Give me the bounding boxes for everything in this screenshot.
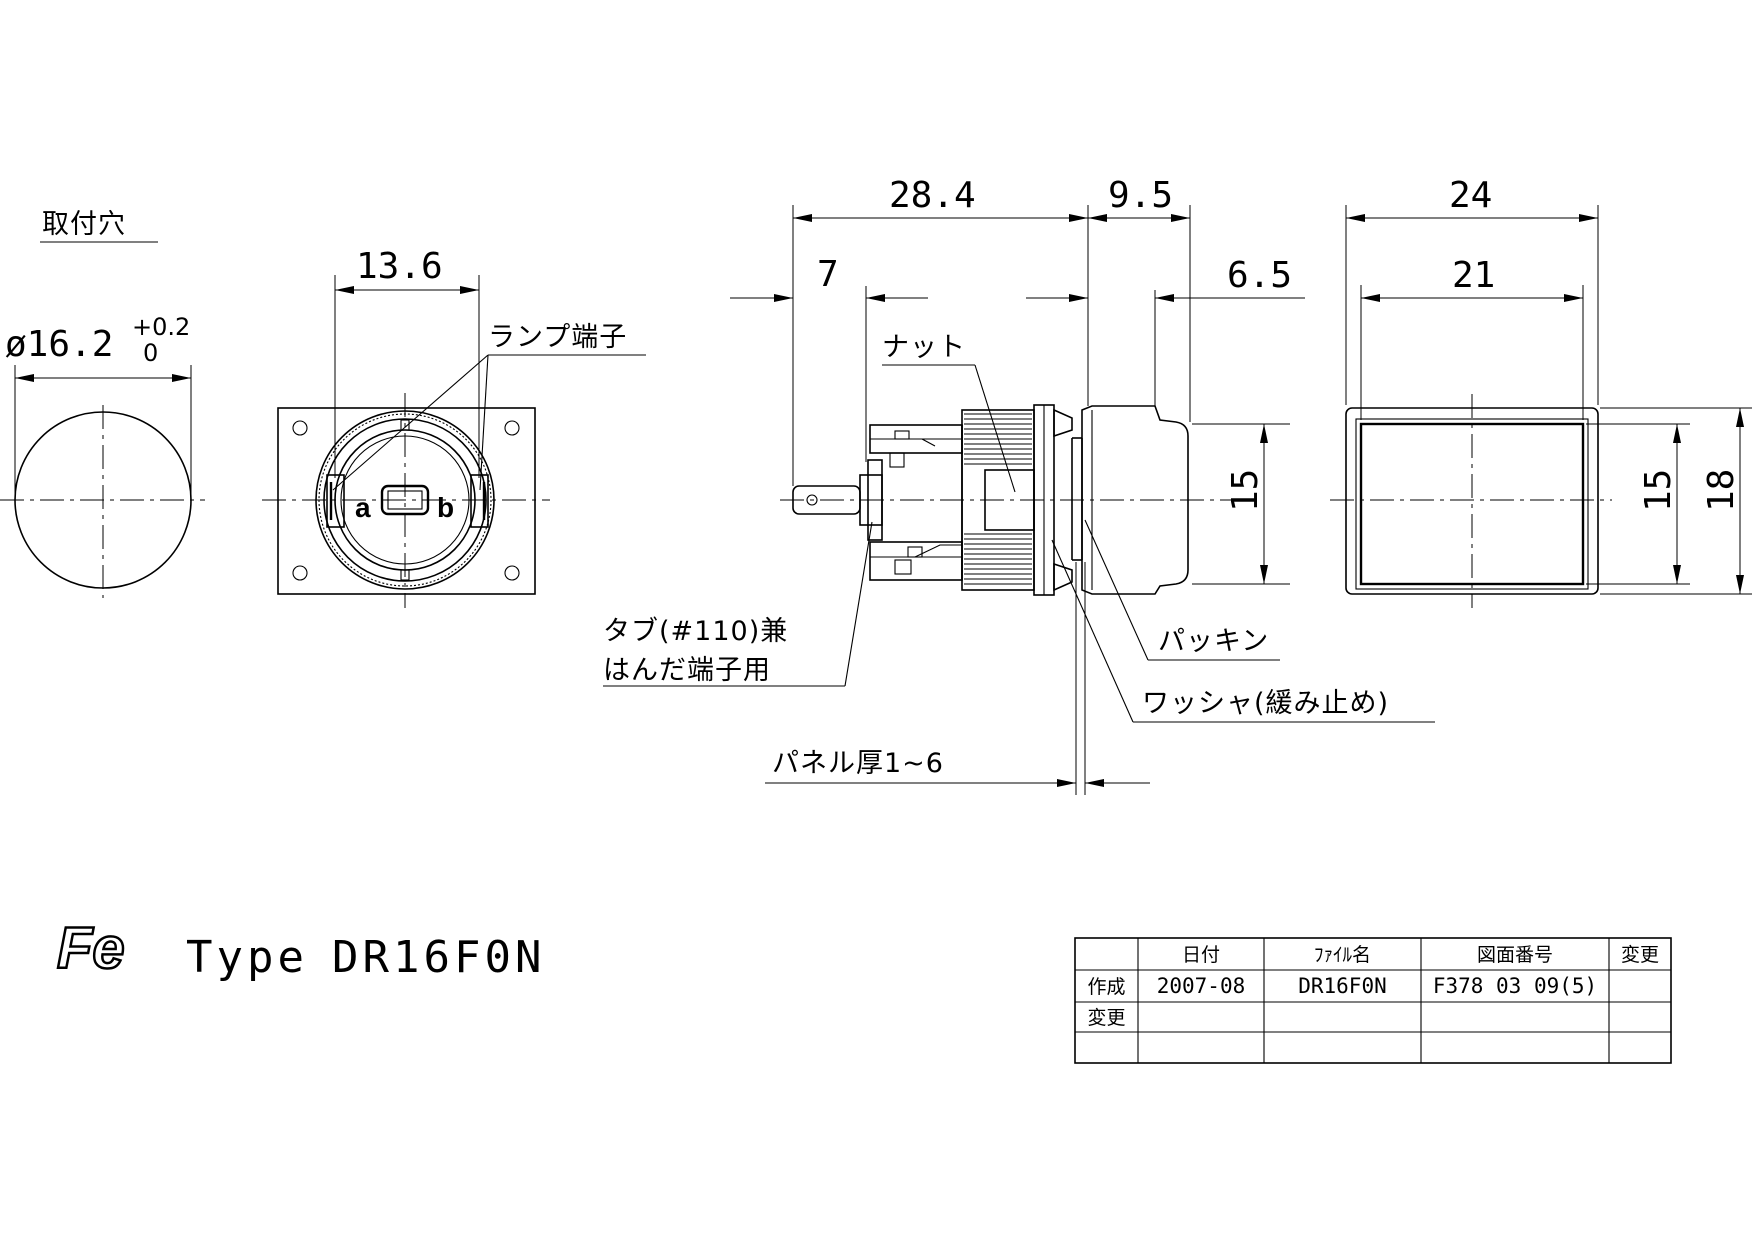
front-bezel xyxy=(1081,405,1189,595)
rear-view: a b 13.6 ランプ端子 xyxy=(262,246,646,608)
terminal-pitch-dim: 13.6 xyxy=(356,246,443,287)
front-width-inner-dim: 21 xyxy=(1452,255,1495,296)
title-block-header: 変更 xyxy=(1621,944,1659,966)
fe-logo: Fe xyxy=(56,915,126,983)
terminal-a-label: a xyxy=(355,492,371,523)
tab-length-dim: 7 xyxy=(817,254,839,295)
title-block-header: 図面番号 xyxy=(1477,944,1553,966)
tab-label-line2: はんだ端子用 xyxy=(603,655,771,686)
model-name: DR16F0N xyxy=(332,932,545,983)
title-block-cell: 2007-08 xyxy=(1157,974,1246,998)
side-height-dim: 15 xyxy=(1225,469,1266,512)
washer-label: ワッシャ(緩み止め) xyxy=(1142,688,1389,719)
depth-total-dim: 28.4 xyxy=(889,175,976,216)
hole-diameter-dim: ø16.2 xyxy=(5,324,113,365)
title-block-cell: 作成 xyxy=(1087,976,1125,998)
nut-label: ナット xyxy=(882,332,966,363)
bezel-depth-dim: 6.5 xyxy=(1227,255,1292,296)
front-width-outer-dim: 24 xyxy=(1449,175,1492,216)
title-block-header: 日付 xyxy=(1182,944,1220,966)
side-view: 28.4 9.5 7 6.5 15 パネル厚1~6 xyxy=(603,175,1435,795)
tab-label-line1: タブ(#110)兼 xyxy=(603,616,788,647)
rear-base-plate xyxy=(277,407,536,595)
lamp-terminal-label: ランプ端子 xyxy=(488,322,627,353)
title-area: Fe Type DR16F0N xyxy=(56,915,545,983)
front-view: 24 21 15 18 xyxy=(1330,175,1752,608)
packing-label: パッキン xyxy=(1158,626,1269,657)
title-block-cell: 変更 xyxy=(1087,1007,1125,1029)
front-height-inner-dim: 15 xyxy=(1638,469,1679,512)
terminal-b-label: b xyxy=(437,492,454,523)
hole-tol-upper: +0.2 xyxy=(132,313,190,341)
front-height-outer-dim: 18 xyxy=(1701,469,1742,512)
title-block-header: ﾌｧｲﾙ名 xyxy=(1314,944,1371,966)
panel-thickness-label: パネル厚1~6 xyxy=(772,748,944,779)
hole-tol-lower: 0 xyxy=(143,339,158,367)
title-block-cell: DR16F0N xyxy=(1298,974,1387,998)
front-depth-dim: 9.5 xyxy=(1108,175,1173,216)
mounting-hole-view: 取付穴 ø16.2 +0.2 0 xyxy=(0,209,205,598)
svg-text:Fe: Fe xyxy=(57,916,125,981)
type-label: Type xyxy=(186,932,308,983)
mounting-hole-label: 取付穴 xyxy=(42,209,126,240)
title-block-cell: F378 03 09(5) xyxy=(1433,974,1597,998)
lower-terminal-block xyxy=(869,541,963,581)
